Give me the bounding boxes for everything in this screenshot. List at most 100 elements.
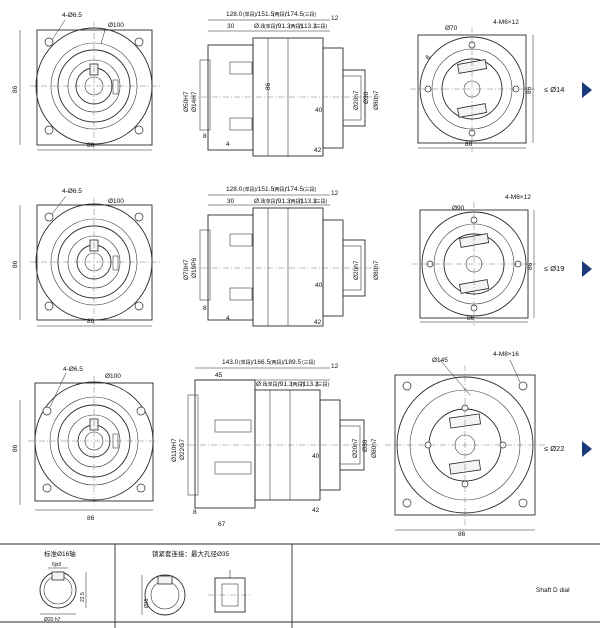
row2-side-d42: 42 [314, 319, 322, 326]
row2-front-width-label: 86 [87, 318, 95, 325]
row2-side-view: 128.0 (单段) /151.5 (两段) /174.5 (三段) 30 Ø.… [183, 186, 380, 327]
row1-end-view: 4-M6×12 Ø70 6 86 86 ≤ Ø14 [410, 19, 592, 152]
clamp-bore-label: Ø35 [144, 598, 150, 608]
row1-side-len-3stage-sub: (三段) [303, 11, 317, 18]
row2-side-d40: 40 [315, 282, 323, 289]
row2-side-len-2stage-sub: (两段) [273, 186, 287, 193]
row2-side-len-2stage: /151.5 [256, 186, 274, 193]
shaft-dial-label: Shaft D dial [536, 587, 570, 594]
row3-side-d67: 67 [218, 521, 226, 528]
row1-end-d86: 86 [465, 141, 473, 148]
row1-side-d-input2: /91.3 [276, 23, 291, 30]
row1-front-holes-label: 4-Ø6.5 [62, 12, 82, 19]
row2-side-len-total: 128.0 [226, 186, 243, 193]
row3-side-pilot2: Ø22G7 [179, 439, 186, 460]
row1-side-view: 128.0 (单段) /151.5 (两段) /174.5 (三段) 30 Ø.… [183, 11, 380, 157]
row1-side-pilot2: Ø14H7 [191, 91, 198, 112]
row2-pointer-arrow [582, 261, 592, 277]
row1-pointer-arrow [582, 82, 592, 98]
row3-front-view: 4-Ø6.5 Ø100 86 86 [12, 366, 160, 522]
row1-side-d86: 86 [265, 82, 272, 90]
row1-side-len-total-sub: (单段) [243, 11, 257, 18]
row1-side-d-input3-sub: (三段) [314, 23, 328, 30]
row3-side-len-total-sub: (单段) [239, 359, 253, 366]
row3-side-d45: 45 [215, 372, 223, 379]
row2-side-d8: 8 [203, 305, 207, 312]
row2-side-pilot2: Ø19P6 [191, 257, 198, 278]
bottom-panel: 标准Ø16轴 6js9 22.5 Ø20 h7 锁紧套连接：最大孔径Ø35 Ø3… [0, 543, 600, 628]
row2-front-pcd-label: Ø100 [108, 198, 124, 205]
row1-side-pilot: Ø50H7 [183, 91, 190, 112]
row1-side-d-input: Ø.8 [254, 23, 265, 30]
row2-end-d86: 86 [467, 315, 475, 322]
row1-front-width-label: 86 [87, 142, 95, 149]
row1-side-len-3stage: /174.5 [285, 11, 303, 18]
row1-side-len-2stage-sub: (两段) [273, 11, 287, 18]
row3-side-d-input-sub: (单段) [266, 381, 280, 388]
row3-shaft-size-label: ≤ Ø22 [544, 444, 564, 453]
row1-side-len-2stage: /151.5 [256, 11, 274, 18]
row2-side-d12: 12 [331, 190, 339, 197]
row2-side-d-input3-sub: (三段) [314, 198, 328, 205]
row3-side-d40: 40 [312, 453, 320, 460]
row1-end-d6: 6 [424, 54, 432, 62]
row3-side-d-input: Ø.8 [256, 381, 267, 388]
row2-side-len-total-sub: (单段) [243, 186, 257, 193]
row2-front-holes-label: 4-Ø6.5 [62, 188, 82, 195]
row3-side-shaft: Ø20h7 [352, 438, 359, 458]
row3-side-pilot: Ø110H7 [171, 438, 178, 462]
row2-shaft-size-label: ≤ Ø19 [544, 264, 564, 273]
shaft-height-label: 22.5 [80, 592, 86, 602]
row2-side-d30: 30 [227, 198, 235, 205]
row3-side-d8: 8 [193, 509, 197, 516]
row3-pointer-arrow [582, 441, 592, 457]
row2-side-len-3stage-sub: (三段) [303, 186, 317, 193]
row1-side-shaft: Ø20h7 [353, 90, 360, 110]
row1-side-s30: Ø30 [363, 91, 370, 104]
row2-side-shaft: Ø20h7 [353, 260, 360, 280]
shaft-diameter-label: Ø20 h7 [44, 617, 61, 623]
row1-side-d8: 8 [203, 133, 207, 140]
row2-side-d-input: Ø.8 [254, 198, 265, 205]
row3-side-d-input3: /113.3 [301, 381, 319, 388]
row2-end-view: 4-M6×12 Ø90 86 86 ≤ Ø19 [412, 194, 592, 326]
row2-side-d4: 4 [226, 315, 230, 322]
row3-front-height-label: 86 [12, 444, 19, 452]
row1-front-height-label: 86 [12, 85, 19, 93]
row3-side-d-input3-sub: (三段) [316, 381, 330, 388]
row3-side-d-input2-sub: (两段) [291, 381, 305, 388]
row1-side-d-input-sub: (单段) [264, 23, 278, 30]
row2-front-height-label: 86 [12, 260, 19, 268]
row1-shaft-size-label: ≤ Ø14 [544, 85, 564, 94]
row3-side-len-total: 143.0 [222, 359, 239, 366]
row3-side-len-2stage: /166.5 [252, 359, 270, 366]
row1-side-flange: Ø80h7 [373, 90, 380, 110]
row3-side-flange: Ø80h7 [371, 438, 378, 458]
row1-side-d4: 4 [226, 141, 230, 148]
row1-end-d70: Ø70 [445, 25, 458, 32]
row2-end-holes: 4-M6×12 [505, 194, 531, 201]
row1-side-d-input2-sub: (两段) [289, 23, 303, 30]
row2-side-flange: Ø80h7 [373, 260, 380, 280]
row1-side-len-total: 128.0 [226, 11, 243, 18]
row1-side-d30: 30 [227, 23, 235, 30]
row3-front-width-label: 86 [87, 515, 95, 522]
row3-front-holes-label: 4-Ø6.5 [63, 366, 83, 373]
row2-end-d90: Ø90 [452, 205, 465, 212]
row3-side-len-2stage-sub: (两段) [270, 359, 284, 366]
row3-side-len-3stage: /189.5 [283, 359, 301, 366]
row3-end-d145: Ø145 [432, 357, 448, 364]
row3-side-d42: 42 [312, 507, 320, 514]
row2-side-d-input3: /113.3 [299, 198, 317, 205]
row1-front-pcd-label: Ø100 [108, 22, 124, 29]
row3-end-view: Ø145 4-M8×16 86 ≤ Ø22 [385, 351, 592, 538]
row2-side-d-input2-sub: (两段) [289, 198, 303, 205]
row2-side-d-input-sub: (单段) [264, 198, 278, 205]
row1-side-d42: 42 [314, 147, 322, 154]
row2-side-pilot: Ø70H7 [183, 259, 190, 280]
row3-side-d-input2: /91.3 [278, 381, 293, 388]
row3-side-view: 143.0 (单段) /166.5 (两段) /189.5 (三段) 45 Ø.… [171, 359, 378, 528]
row3-side-d12: 12 [331, 363, 339, 370]
row3-side-len-3stage-sub: (三段) [302, 359, 316, 366]
